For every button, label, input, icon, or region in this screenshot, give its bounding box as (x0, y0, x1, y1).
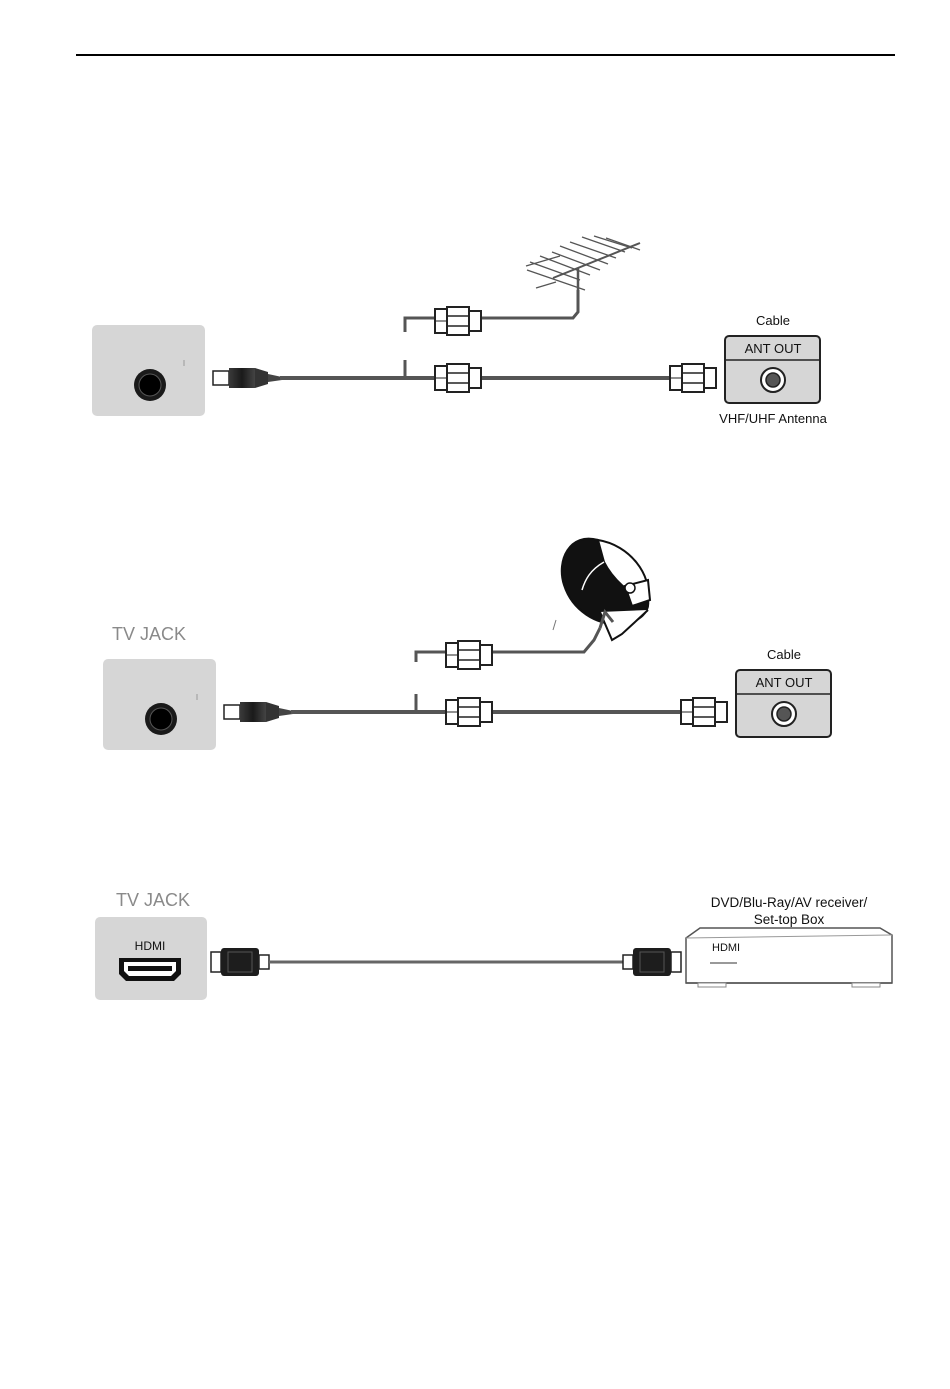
cable-label: Cable (767, 647, 801, 662)
coax-plug-icon (224, 702, 293, 722)
ant-out-label: ANT OUT (756, 675, 813, 690)
cable-label: Cable (756, 313, 790, 328)
tv-hdmi-panel: HDMI (95, 917, 207, 1000)
device-hdmi-label: HDMI (712, 942, 740, 954)
antenna-connection-diagram: Cable ANT OUT VHF/UHF Antenna (92, 236, 828, 426)
antenna-cable (405, 290, 578, 332)
coax-plug-icon (213, 368, 282, 388)
ant-out-panel: Cable ANT OUT VHF/UHF Antenna (719, 313, 827, 426)
hdmi-plug-icon (623, 948, 681, 976)
satellite-connection-diagram: TV JACK Ca (103, 539, 831, 750)
tv-jack-panel (92, 325, 205, 416)
tv-jack-label: TV JACK (116, 890, 190, 910)
device-label-line2: Set-top Box (754, 912, 825, 927)
ant-out-label: ANT OUT (745, 341, 802, 356)
ant-out-panel: Cable ANT OUT (736, 647, 831, 737)
tv-jack-panel (103, 659, 216, 750)
coax-connector-icon (435, 307, 481, 335)
tv-hdmi-label: HDMI (135, 939, 166, 953)
coax-connector-icon (446, 698, 492, 726)
hdmi-plug-icon (211, 948, 269, 976)
hdmi-connection-diagram: TV JACK HDMI DVD/Blu-Ray/AV receiver/ Se… (95, 890, 892, 1000)
satellite-dish-icon (553, 539, 650, 640)
coax-connector-icon (435, 364, 481, 392)
antenna-label: VHF/UHF Antenna (719, 411, 827, 426)
tv-jack-label: TV JACK (112, 624, 186, 644)
vhf-uhf-antenna-icon (526, 236, 640, 292)
satellite-cable (416, 628, 600, 662)
coax-connector-icon (681, 698, 727, 726)
set-top-box-icon: DVD/Blu-Ray/AV receiver/ Set-top Box HDM… (686, 895, 892, 987)
device-label-line1: DVD/Blu-Ray/AV receiver/ (711, 895, 868, 910)
coax-connector-icon (670, 364, 716, 392)
coax-connector-icon (446, 641, 492, 669)
